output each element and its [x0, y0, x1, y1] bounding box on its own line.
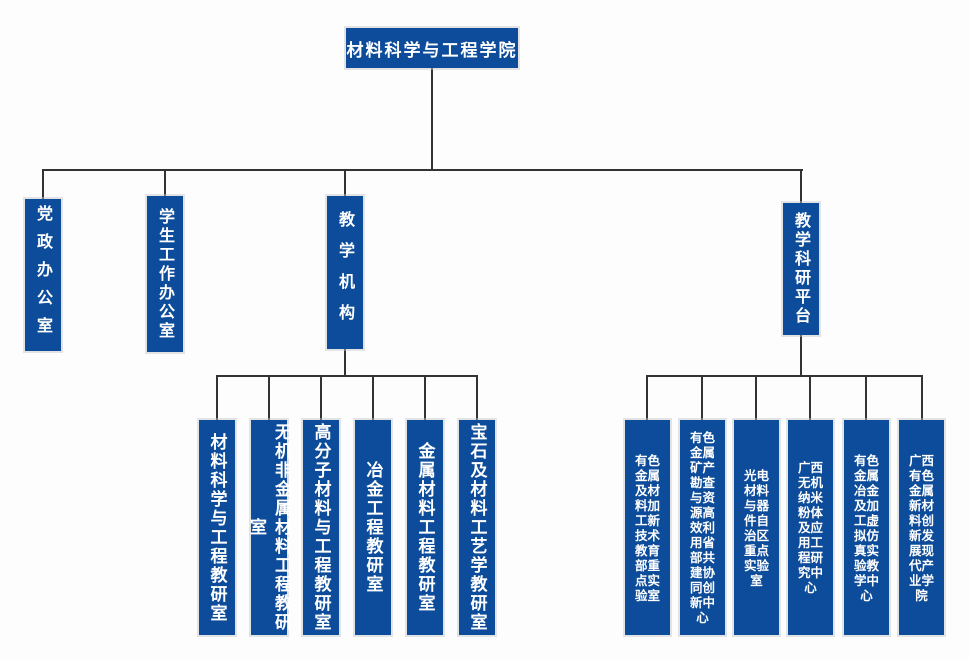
connector-line: [646, 377, 648, 420]
connector-line: [344, 171, 346, 196]
org-node-party-office: 党政办公室: [25, 199, 61, 351]
org-node-teaching-unit: 高分子材料与工程教研室: [303, 420, 339, 635]
org-node-teaching-organization: 教学机构: [327, 196, 363, 349]
connector-line: [431, 68, 433, 169]
connector-line: [921, 377, 923, 420]
connector-line: [216, 375, 478, 377]
org-node-research-platform: 教学科研平台: [783, 203, 819, 335]
org-node-platform-unit: 光电材料与器件自治区重点实验室: [734, 420, 779, 635]
org-node-platform-unit: 有色金属矿产勘查与资源高效利用省部共建协同创新中心: [680, 420, 725, 635]
connector-line: [800, 335, 802, 375]
connector-line: [268, 377, 270, 420]
connector-line: [372, 377, 374, 420]
connector-line: [701, 377, 703, 420]
connector-line: [42, 171, 44, 199]
connector-line: [320, 377, 322, 420]
connector-line: [755, 377, 757, 420]
platform-unit-label: 有色金属及材料加工新技术教育部重点实验室: [634, 452, 660, 603]
org-node-teaching-unit: 冶金工程教研室: [355, 420, 391, 635]
org-node-platform-unit: 有色金属冶金及加工虚拟仿真实验教学中心: [844, 420, 889, 635]
org-node-student-affairs-office: 学生工作办公室: [147, 196, 183, 352]
connector-line: [809, 377, 811, 420]
connector-line: [216, 377, 218, 420]
org-node-platform-unit: 广西有色金属新材料创新发展现代产业学院: [899, 420, 944, 635]
org-node-root: 材料科学与工程学院: [346, 28, 518, 68]
org-node-teaching-unit: 金属材料工程教研室: [407, 420, 443, 635]
connector-line: [646, 375, 923, 377]
connector-line: [424, 377, 426, 420]
platform-unit-label: 有色金属冶金及加工虚拟仿真实验教学中心: [853, 452, 879, 603]
org-node-teaching-unit: 无机非金属材料工程教研室: [246, 420, 291, 635]
platform-unit-label: 有色金属矿产勘查与资源高效利用省部共建协同创新中心: [689, 430, 715, 625]
connector-line: [42, 169, 803, 171]
connector-line: [344, 349, 346, 375]
connector-line: [865, 377, 867, 420]
connector-line: [800, 171, 802, 203]
connector-line: [476, 377, 478, 420]
platform-unit-label: 广西无机纳米粉体及应用工程研究中心: [797, 460, 823, 595]
platform-unit-label: 广西有色金属新材料创新发展现代产业学院: [908, 452, 934, 603]
connector-line: [164, 171, 166, 196]
org-node-teaching-unit: 宝石及材料工艺学教研室: [459, 420, 495, 635]
platform-unit-label: 光电材料与器件自治区重点实验室: [743, 467, 769, 588]
org-node-platform-unit: 有色金属及材料加工新技术教育部重点实验室: [625, 420, 670, 635]
org-node-teaching-unit: 材料科学与工程教研室: [199, 420, 235, 635]
org-node-platform-unit: 广西无机纳米粉体及应用工程研究中心: [788, 420, 833, 635]
